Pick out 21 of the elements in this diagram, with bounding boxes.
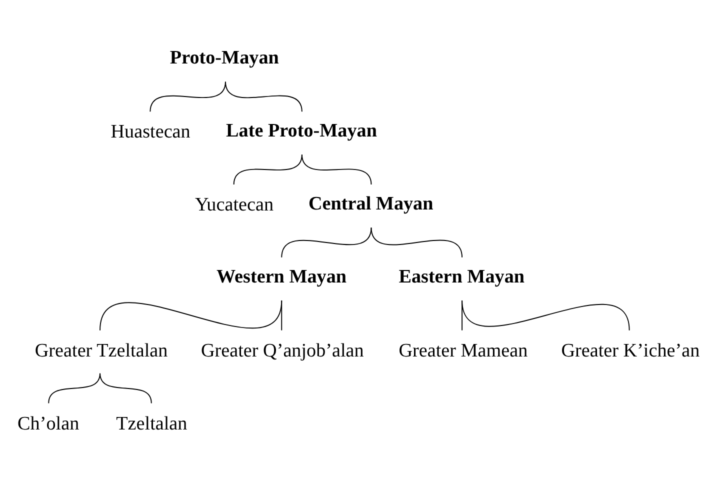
node-text: Central Mayan <box>308 193 434 214</box>
node-text: Western Mayan <box>216 266 347 288</box>
node-text: Huastecan <box>110 122 190 143</box>
node-text: Greater Q’anjob’alan <box>200 340 364 362</box>
connector <box>462 300 630 331</box>
node-text: Proto-Mayan <box>170 48 279 69</box>
node-text: Ch’olan <box>18 413 80 434</box>
node-text: Greater Mamean <box>398 340 528 362</box>
connector <box>370 227 463 258</box>
connector <box>281 227 372 258</box>
node-text: Yucatecan <box>195 194 274 216</box>
connector <box>100 300 282 331</box>
node-text: Tzeltalan <box>116 413 188 434</box>
node-text: Greater K’iche’an <box>561 340 700 362</box>
connector <box>225 81 302 112</box>
connector <box>281 300 282 331</box>
connector <box>301 154 372 186</box>
node-text: Late Proto-Mayan <box>226 120 377 142</box>
node-text: Eastern Mayan <box>398 266 525 288</box>
connector <box>100 372 152 404</box>
node-text: Greater Tzeltalan <box>34 340 168 362</box>
